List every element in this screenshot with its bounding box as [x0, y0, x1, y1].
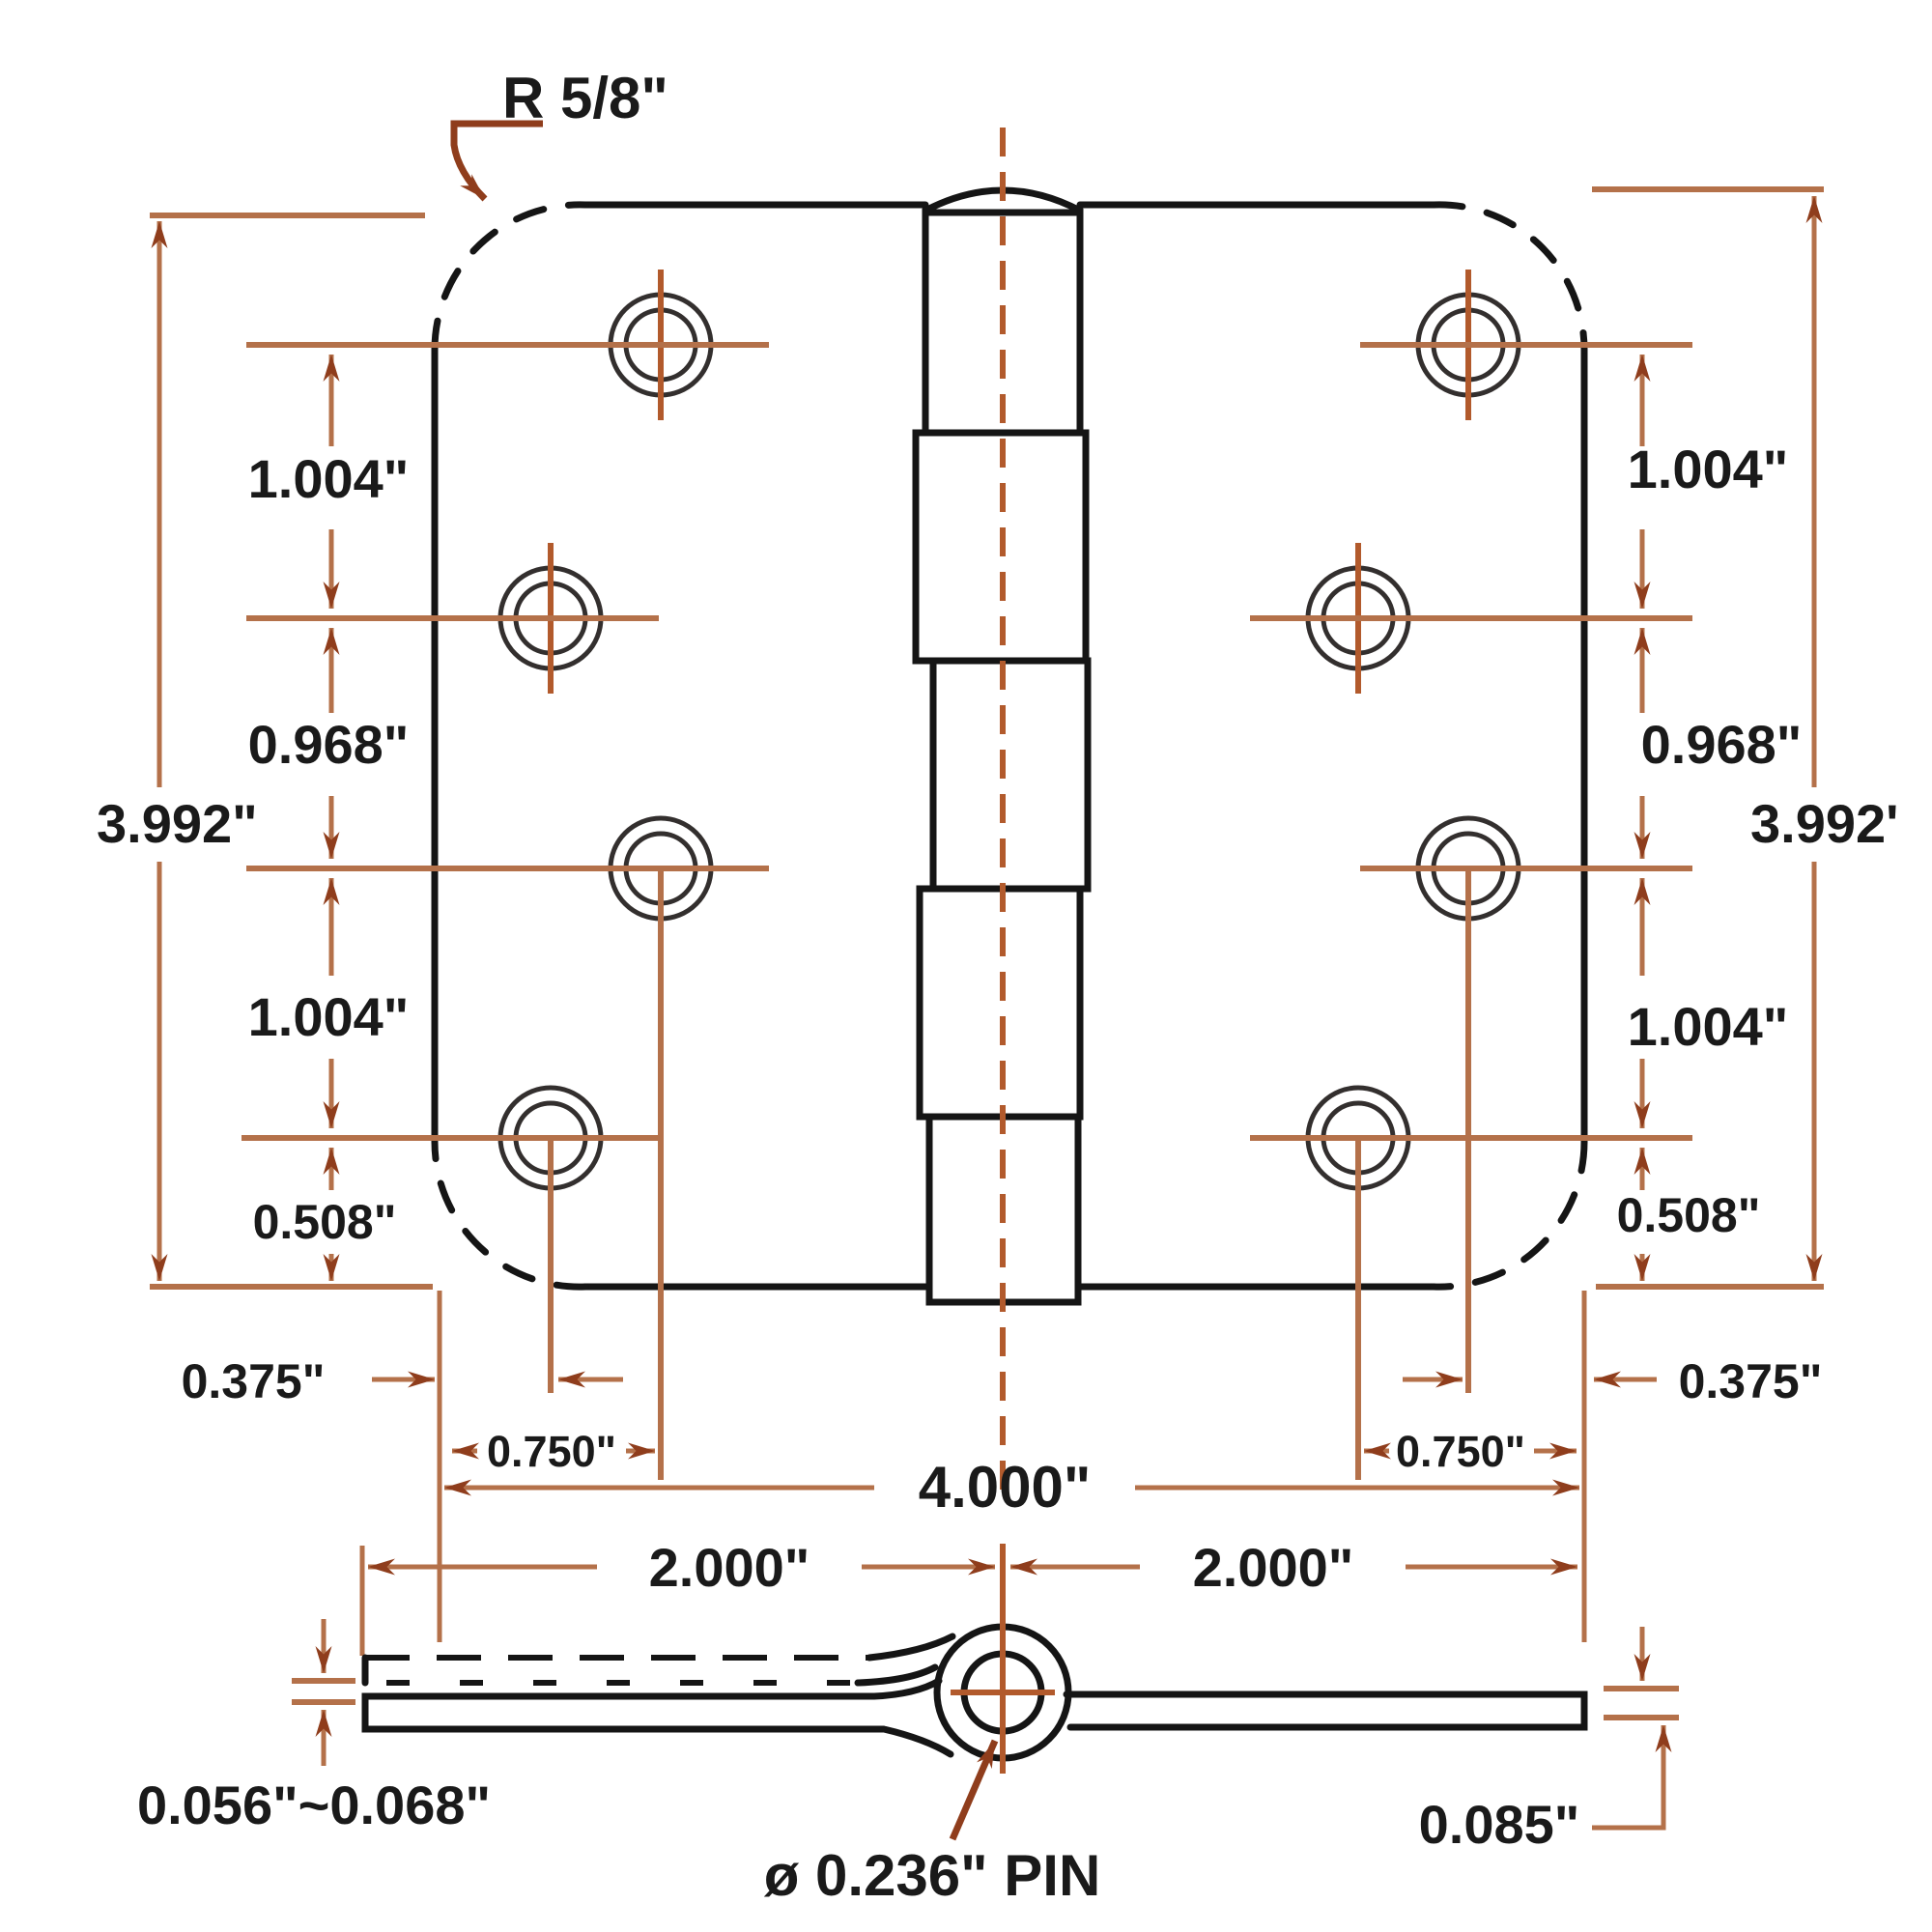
- pin-callout: ø 0.236" PIN: [764, 1739, 1101, 1908]
- half-width-label-right: 2.000": [1193, 1537, 1354, 1598]
- corner-arc-bottom-right: [1430, 1138, 1588, 1291]
- thickness-range-label: 0.056"~0.068": [137, 1775, 491, 1835]
- height-label-right: 3.992': [1750, 793, 1898, 854]
- width-label: 4.000": [919, 1455, 1092, 1520]
- dim-right-row1-2: 1.004": [1628, 439, 1789, 499]
- hinge-outline: [431, 201, 1588, 1291]
- width-dimension: 4.000": [444, 1455, 1579, 1520]
- top-view: R 5/8" 1.004" 0.968" 1.004" 0.508" 1.004…: [97, 66, 1898, 1642]
- edge-margin-label-left: 0.375": [182, 1354, 326, 1408]
- hole-inset-label-right: 0.750": [1396, 1427, 1525, 1476]
- side-view: 2.000" 2.000": [137, 1537, 1679, 1908]
- height-dimension-left: 3.992": [97, 213, 433, 1290]
- dim-right-row4-bottom: 0.508": [1617, 1188, 1761, 1242]
- dim-left-row2-3: 0.968": [248, 714, 410, 775]
- dim-right-row3-4: 1.004": [1628, 996, 1789, 1057]
- pin-label: ø 0.236" PIN: [764, 1843, 1101, 1908]
- screw-holes: [497, 270, 1521, 1191]
- knuckle-3: [929, 657, 1092, 893]
- hole-inset-label-left: 0.750": [487, 1427, 616, 1476]
- radius-label: R 5/8": [502, 66, 668, 130]
- corner-arc-top-left: [431, 201, 589, 354]
- corner-arc-top-right: [1430, 201, 1588, 354]
- thickness-label: 0.085": [1419, 1794, 1580, 1855]
- half-width-label-left: 2.000": [649, 1537, 810, 1598]
- height-label-left: 3.992": [97, 793, 258, 854]
- radius-callout: R 5/8": [450, 66, 668, 202]
- height-dimension-right: 3.992': [1592, 186, 1898, 1290]
- edge-margin-dimensions: 0.375" 0.375": [182, 1291, 1823, 1642]
- pin-leader-arrow: [949, 1739, 999, 1841]
- thickness-dimension-right: 0.085": [1419, 1627, 1679, 1855]
- hole-center-lines: [242, 342, 1692, 1480]
- left-leaf-edges: [431, 201, 929, 1291]
- right-leaf-profile: [1063, 1690, 1588, 1731]
- radius-leader-arrow: [450, 120, 543, 202]
- dim-left-row4-bottom: 0.508": [253, 1195, 397, 1249]
- dim-left-row3-4: 1.004": [248, 986, 410, 1047]
- dim-left-row1-2: 1.004": [248, 448, 410, 509]
- hole-inset-dimensions: 0.750" 0.750": [452, 1427, 1577, 1476]
- left-spacing-dimensions: 1.004" 0.968" 1.004" 0.508": [248, 355, 410, 1281]
- right-spacing-dimensions: 1.004" 0.968" 1.004" 0.508": [1617, 355, 1803, 1281]
- edge-margin-label-right: 0.375": [1679, 1354, 1823, 1408]
- pin-center-mark: [951, 1544, 1055, 1774]
- corner-arc-bottom-left: [431, 1138, 589, 1291]
- half-width-dimensions: 2.000" 2.000": [359, 1537, 1577, 1656]
- thickness-dimension-left: 0.056"~0.068": [137, 1619, 491, 1835]
- right-leaf-edges: [1076, 201, 1588, 1291]
- left-leaf-profile: [361, 1677, 954, 1758]
- dim-right-row2-3: 0.968": [1641, 714, 1803, 775]
